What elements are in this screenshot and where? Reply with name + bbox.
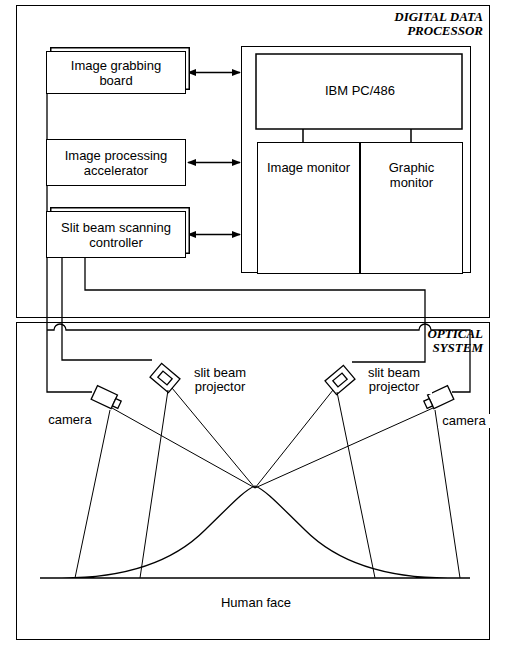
part-label: camera [44,413,96,427]
subject-label: Human face [200,596,312,610]
data-link-arrow [188,162,240,163]
projector-symbol [325,365,355,394]
part-label: camera [438,414,490,428]
wire [62,257,152,360]
monitor-box: Image monitor [257,142,360,274]
data-link-arrow [188,234,240,235]
projector-symbol [150,363,180,392]
controller-box: Slit beam scanning controller [46,211,186,258]
box-label: Image monitor [267,160,350,175]
camera-symbol [91,386,123,411]
processor-region: DIGITAL DATA PROCESSOR Image grabbing boa… [16,5,490,318]
box-label: Graphic monitor [367,160,456,190]
part-label: slit beam projector [182,366,258,394]
computer-label: IBM PC/486 [257,83,463,98]
box-label: Image processing accelerator [53,148,179,178]
computer-box: IBM PC/486Image monitor Graphic monitor [241,46,471,273]
monitor-box: Graphic monitor [360,142,463,274]
region-title: OPTICAL SYSTEM [393,327,483,355]
part-label: slit beam projector [356,366,432,394]
region-title: DIGITAL DATA PROCESSOR [393,10,483,38]
face-profile [40,486,470,578]
light-beams [75,388,460,578]
data-link-arrow [188,72,240,73]
board-box: Image grabbing board [46,51,186,94]
box-label: Slit beam scanning controller [53,220,179,250]
accelerator-box: Image processing accelerator [46,139,186,186]
box-label: Image grabbing board [53,58,179,88]
